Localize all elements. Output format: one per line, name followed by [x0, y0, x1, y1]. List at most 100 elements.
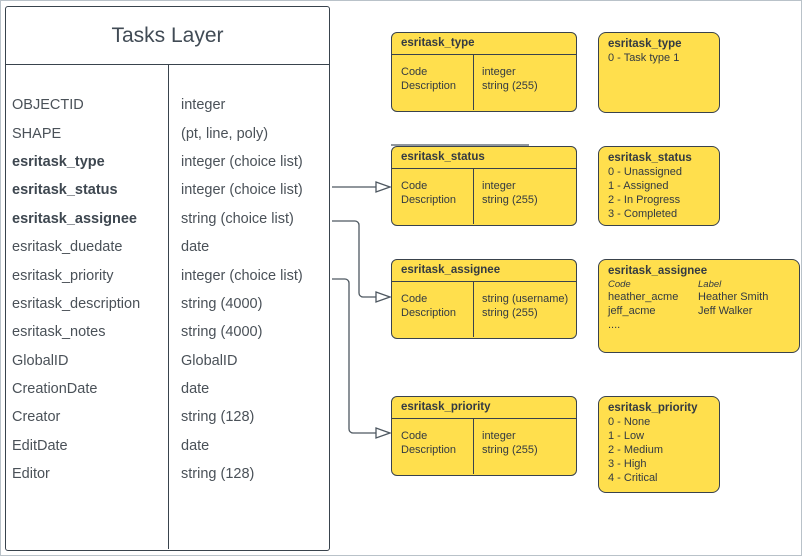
field-name: CreationDate — [12, 381, 98, 398]
field-type: date — [181, 437, 210, 454]
field-row: esritask_status integer (choice list) — [6, 176, 329, 204]
tasks-layer-title: Tasks Layer — [6, 7, 329, 65]
field-type: date — [181, 381, 210, 398]
field-name: Editor — [12, 466, 50, 483]
field-name: GlobalID — [12, 352, 69, 369]
domain-field: Code — [401, 430, 428, 442]
field-name: Creator — [12, 409, 61, 426]
value-list-esritask-type: esritask_type 0 - Task type 1 — [598, 32, 720, 113]
domain-field: Code — [401, 180, 428, 192]
field-type: string (choice list) — [181, 210, 294, 227]
assignee-ellipsis: .... — [608, 318, 621, 331]
column-header-label: Label — [698, 278, 722, 290]
arrowhead-status-icon — [375, 181, 392, 193]
value-item: 0 - None — [608, 415, 651, 428]
value-item: 2 - Medium — [608, 443, 664, 456]
assignee-code: jeff_acme — [608, 304, 656, 317]
domain-table-title: esritask_assignee — [392, 260, 576, 282]
field-row: EditDate date — [6, 432, 329, 460]
domain-type: integer — [482, 430, 516, 442]
field-type: integer — [181, 97, 226, 114]
domain-type: integer — [482, 180, 516, 192]
field-name: esritask_status — [12, 182, 118, 199]
field-name: esritask_type — [12, 153, 105, 170]
field-name: esritask_assignee — [12, 210, 137, 227]
field-row: esritask_assignee string (choice list) — [6, 205, 329, 233]
field-name: esritask_description — [12, 295, 141, 312]
domain-field: Description — [401, 79, 457, 92]
value-list-esritask-assignee: esritask_assignee Code Label heather_acm… — [598, 259, 800, 353]
connector-esritask-assignee — [332, 220, 376, 298]
field-row: esritask_type integer (choice list) — [6, 148, 329, 176]
domain-type: string (255) — [482, 79, 538, 92]
field-row: esritask_description string (4000) — [6, 290, 329, 318]
column-header-code: Code — [608, 278, 631, 290]
field-type: GlobalID — [181, 352, 238, 369]
field-type: (pt, line, poly) — [181, 125, 269, 142]
domain-type: string (255) — [482, 306, 538, 319]
field-type: string (4000) — [181, 324, 263, 341]
field-name: esritask_duedate — [12, 239, 123, 256]
field-row: SHAPE (pt, line, poly) — [6, 119, 329, 147]
field-name: esritask_priority — [12, 267, 114, 284]
field-name: SHAPE — [12, 125, 62, 142]
tasks-layer-body: OBJECTID integer SHAPE (pt, line, poly) es… — [6, 65, 329, 549]
value-item: 0 - Task type 1 — [608, 51, 680, 64]
value-item: 1 - Low — [608, 429, 645, 442]
value-list-esritask-priority: esritask_priority 0 - None 1 - Low 2 - M… — [598, 396, 720, 493]
assignee-code-label-table: Code Label heather_acme Heather Smith je… — [608, 279, 790, 319]
value-item: 3 - High — [608, 457, 647, 470]
field-row: esritask_duedate date — [6, 233, 329, 261]
connector-esritask-priority — [332, 278, 376, 434]
assignee-label: Jeff Walker — [698, 304, 753, 317]
assignee-label: Heather Smith — [698, 290, 769, 303]
value-list-title: esritask_type — [608, 38, 682, 50]
value-list-title: esritask_status — [608, 152, 692, 164]
domain-field: Code — [401, 66, 428, 78]
value-item: 2 - In Progress — [608, 193, 681, 206]
domain-type: string (255) — [482, 443, 538, 456]
domain-field: Code — [401, 293, 428, 305]
field-type: string (128) — [181, 409, 255, 426]
field-type: date — [181, 239, 210, 256]
field-row: Editor string (128) — [6, 460, 329, 488]
field-row: esritask_notes string (4000) — [6, 318, 329, 346]
field-type: integer (choice list) — [181, 182, 303, 199]
value-item: 4 - Critical — [608, 471, 658, 484]
value-list-esritask-status: esritask_status 0 - Unassigned 1 - Assig… — [598, 146, 720, 226]
arrowhead-priority-icon — [375, 427, 392, 439]
field-type: integer (choice list) — [181, 267, 303, 284]
domain-field: Description — [401, 193, 457, 206]
domain-field: Description — [401, 443, 457, 456]
field-row: CreationDate date — [6, 375, 329, 403]
domain-table-title: esritask_priority — [392, 397, 576, 419]
tasks-layer-table: Tasks Layer OBJECTID integer SHAPE (pt, li… — [5, 6, 330, 551]
field-name: EditDate — [12, 437, 68, 454]
field-row: OBJECTID integer — [6, 91, 329, 119]
field-row: esritask_priority integer (choice list) — [6, 261, 329, 289]
domain-type: string (username) — [482, 293, 569, 305]
domain-table-title: esritask_type — [392, 33, 576, 55]
field-name: esritask_notes — [12, 324, 106, 341]
field-name: OBJECTID — [12, 97, 84, 114]
domain-field: Description — [401, 306, 457, 319]
value-list-title: esritask_priority — [608, 402, 698, 414]
assignee-code: heather_acme — [608, 290, 679, 303]
field-type: integer (choice list) — [181, 153, 303, 170]
field-type: string (4000) — [181, 295, 263, 312]
value-list-title: esritask_assignee — [608, 265, 708, 277]
domain-type: integer — [482, 66, 516, 78]
value-item: 0 - Unassigned — [608, 165, 682, 178]
field-row: GlobalID GlobalID — [6, 347, 329, 375]
domain-table-title: esritask_status — [392, 147, 576, 169]
field-type: string (128) — [181, 466, 255, 483]
